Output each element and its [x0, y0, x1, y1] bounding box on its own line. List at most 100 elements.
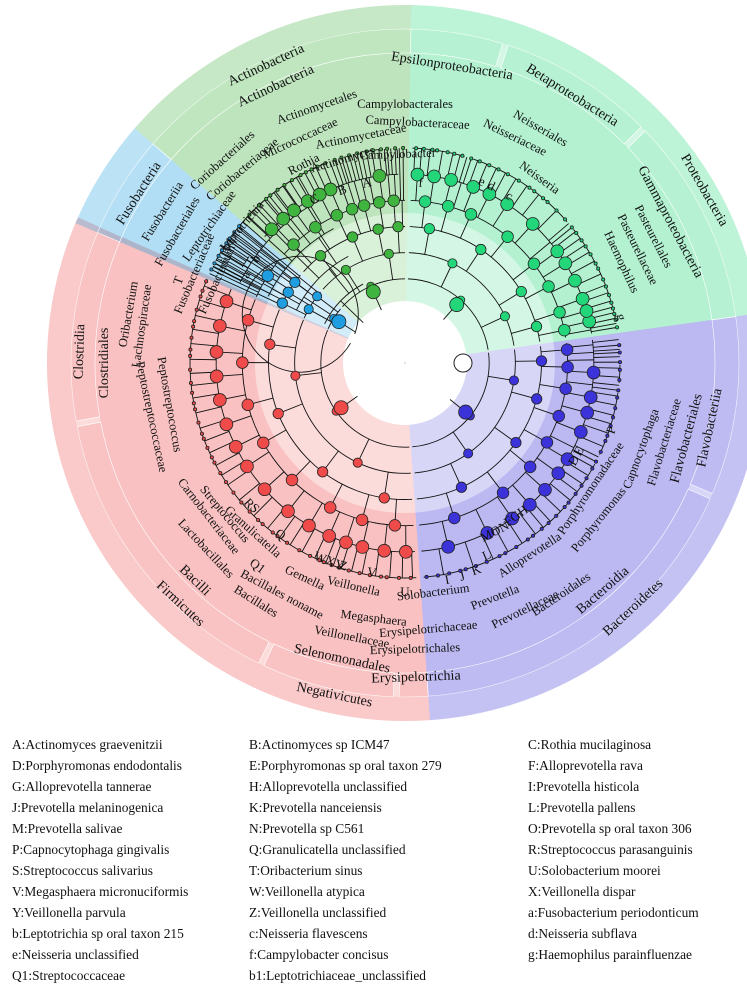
tree-branch — [190, 343, 217, 347]
tree-node — [561, 360, 574, 374]
tree-branch — [234, 231, 277, 265]
tree-branch — [593, 356, 620, 358]
tree-node — [188, 381, 193, 386]
tree-node — [333, 400, 349, 416]
tree-branch — [195, 406, 222, 414]
tree-node — [347, 153, 352, 158]
legend-entry: E:Porphyromonas sp oral taxon 279 — [249, 758, 442, 773]
tree-arc — [434, 149, 451, 154]
tree-branch — [221, 249, 245, 265]
taxon-label: Campylobacterales — [357, 97, 453, 111]
tree-arc — [521, 181, 533, 190]
tree-branch — [241, 278, 270, 294]
tree-node — [441, 540, 455, 554]
tree-node — [447, 571, 452, 576]
legend-entry: V:Megasphaera micronuciformis — [12, 884, 189, 899]
tree-arc — [591, 256, 598, 267]
tree-branch — [220, 252, 244, 267]
taxon-label: I — [444, 572, 451, 588]
clade-band-phylum — [75, 128, 153, 233]
tree-node — [499, 311, 510, 322]
tree-node — [329, 563, 334, 568]
tree-branch — [592, 339, 619, 343]
tree-arc — [201, 278, 208, 294]
tree-node — [531, 533, 536, 538]
tree-node — [613, 406, 618, 411]
tree-node — [574, 230, 579, 235]
tree-node — [566, 500, 571, 505]
tree-arc — [202, 436, 207, 446]
tree-arc — [288, 247, 306, 265]
clade-band-phylum — [134, 4, 412, 144]
legend-entry: f:Campylobacter concisus — [249, 947, 389, 962]
tree-branch — [211, 269, 259, 293]
tree-node — [477, 159, 482, 164]
tree-branch — [238, 225, 300, 277]
tree-node — [385, 146, 390, 151]
tree-branch — [328, 268, 350, 294]
tree-node — [542, 280, 555, 293]
tree-node — [603, 284, 608, 289]
tree-branch — [212, 266, 242, 282]
tree-node — [264, 338, 276, 350]
tree-node — [424, 574, 429, 579]
clade-band-class — [426, 488, 711, 697]
tree-node — [532, 189, 537, 194]
tree-branch — [242, 221, 267, 243]
tree-node — [216, 253, 221, 258]
clade-band-class — [263, 643, 395, 698]
tree-node — [455, 481, 468, 493]
clade-band-class — [76, 421, 270, 664]
tree-node — [357, 571, 362, 576]
tree-node — [287, 238, 300, 251]
tree-node — [232, 230, 237, 235]
tree-branch — [529, 241, 551, 260]
tree-node — [285, 540, 290, 545]
tree-arc — [531, 189, 546, 201]
tree-branch — [325, 538, 336, 564]
tree-node — [218, 471, 223, 476]
tree-branch — [348, 155, 357, 181]
tree-node — [355, 540, 370, 554]
tree-arc — [530, 529, 541, 538]
taxon-label: g — [614, 312, 630, 322]
tree-node — [452, 151, 457, 156]
tree-arc — [345, 569, 358, 574]
tree-node — [355, 513, 369, 527]
tree-arc — [193, 306, 198, 325]
tree-node — [201, 436, 206, 441]
tree-node — [608, 423, 613, 428]
tree-branch — [592, 386, 619, 391]
tree-node — [323, 161, 328, 166]
tree-branch — [511, 185, 528, 208]
tree-node — [605, 433, 610, 438]
legend-entry: M:Prevotella salivae — [12, 821, 123, 836]
tree-node — [579, 304, 594, 318]
tree-branch — [260, 249, 286, 270]
tree-branch — [214, 262, 262, 289]
tree-node — [516, 178, 521, 183]
tree-branch — [221, 461, 245, 476]
tree-node — [584, 476, 589, 481]
legend-entry: R:Streptococcus parasanguinis — [528, 842, 693, 857]
tree-node — [427, 169, 441, 184]
legend-entry: I:Prevotella histicola — [528, 779, 640, 794]
tree-branch — [394, 148, 397, 175]
tree-node — [617, 350, 622, 355]
tree-node — [268, 193, 273, 198]
tree-node — [257, 436, 270, 450]
tree-branch — [224, 245, 252, 264]
tree-arc — [356, 572, 368, 576]
tree-node — [444, 173, 458, 187]
tree-arc — [481, 161, 492, 167]
tree-node — [388, 519, 402, 532]
legend-entry: P:Capnocytophaga gingivalis — [12, 842, 170, 857]
tree-branch — [247, 215, 268, 235]
tree-node — [289, 178, 294, 183]
taxon-label: Campylobacteraceae — [365, 112, 470, 131]
tree-node — [322, 529, 336, 543]
tree-branch — [464, 541, 474, 567]
tree-node — [508, 375, 519, 386]
tree-arc — [546, 238, 554, 246]
tree-node — [527, 257, 541, 270]
